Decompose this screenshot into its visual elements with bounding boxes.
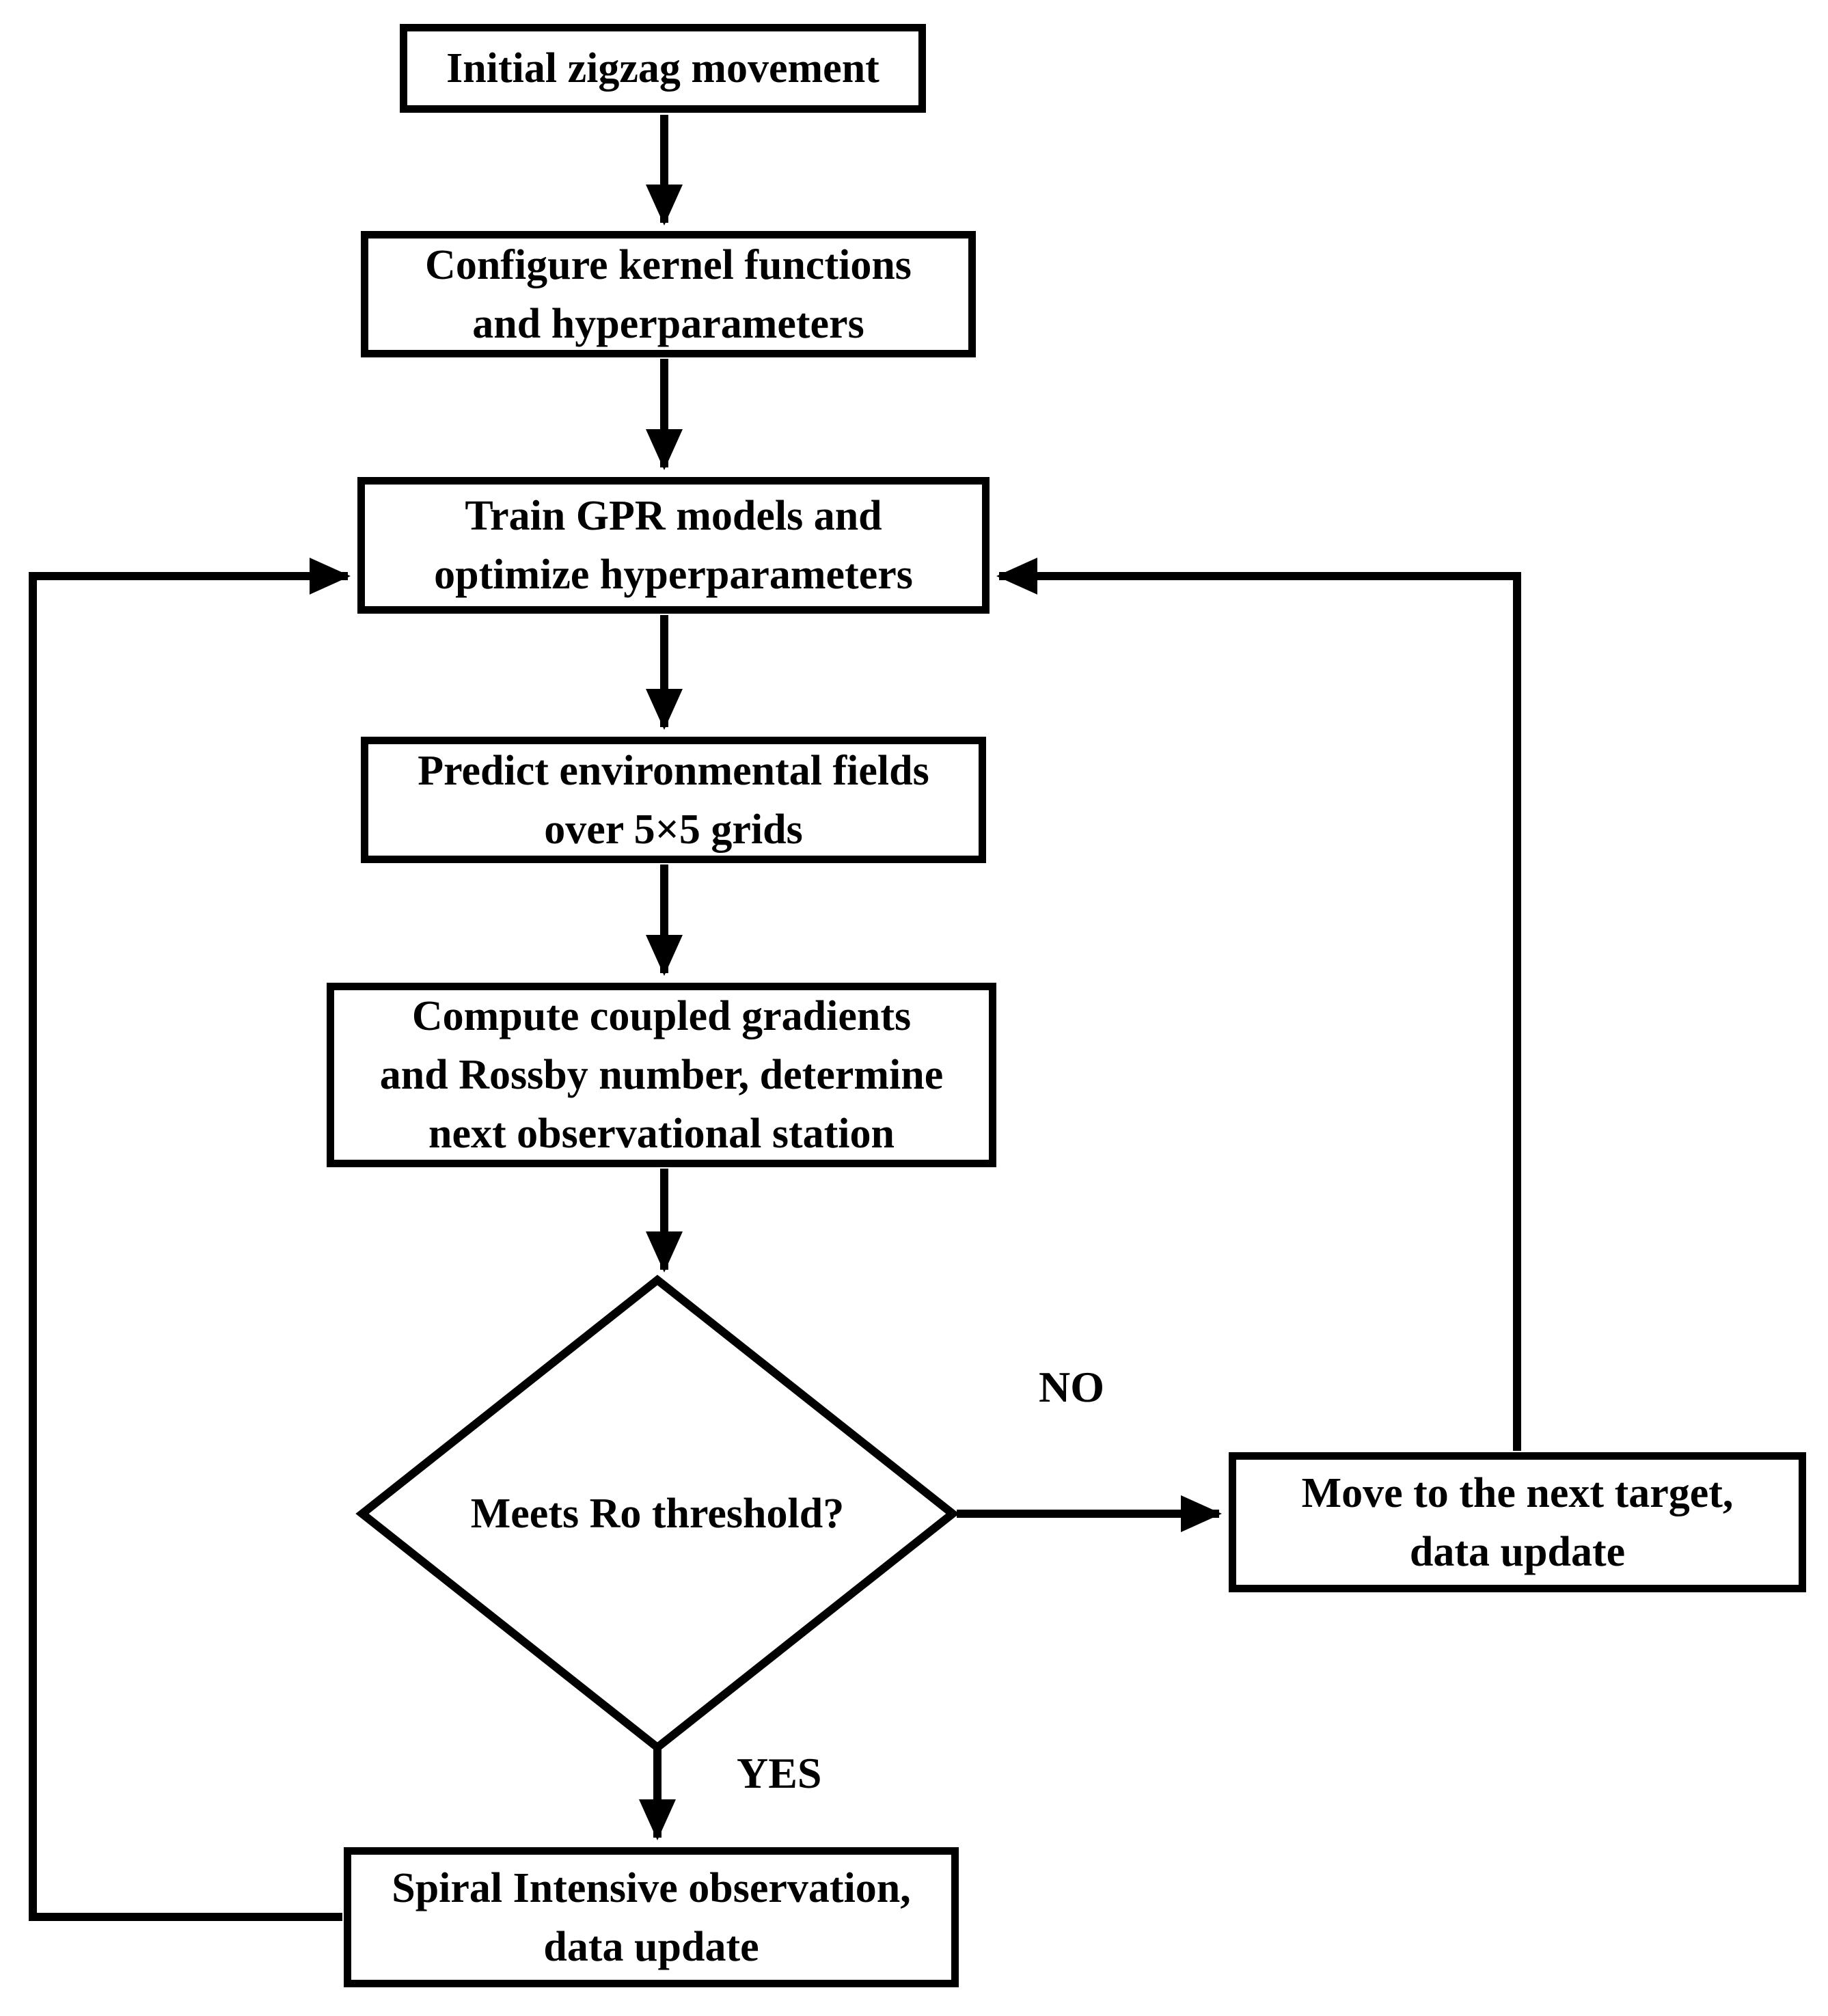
node-initial-zigzag: Initial zigzag movement — [400, 24, 926, 113]
node-initial-zigzag-label: Initial zigzag movement — [446, 45, 879, 92]
edge-move-train-feedback — [996, 558, 1521, 1451]
node-compute-gradients-label-line3: next observational station — [428, 1111, 895, 1157]
edge-label-no: NO — [1039, 1363, 1104, 1411]
decision-diamond — [355, 1275, 959, 1753]
node-decision-ro-threshold-label: Meets Ro threshold? — [470, 1490, 845, 1537]
node-predict-fields-label-line1: Predict environmental fields — [418, 747, 929, 794]
node-configure-kernel: Configure kernel functions and hyperpara… — [361, 231, 976, 357]
node-move-next-target: Move to the next target, data update — [1229, 1452, 1806, 1592]
node-compute-gradients-label-line1: Compute coupled gradients — [411, 993, 912, 1039]
edge-spiral-train-feedback — [29, 558, 351, 1921]
node-decision-ro-threshold: Meets Ro threshold? — [384, 1469, 931, 1558]
node-compute-gradients: Compute coupled gradients and Rossby num… — [327, 983, 996, 1167]
node-train-gpr-label-line1: Train GPR models and — [465, 493, 882, 539]
node-move-next-target-label-line2: data update — [1409, 1528, 1626, 1575]
node-predict-fields-label-line2: over 5×5 grids — [544, 806, 803, 853]
node-configure-kernel-label-line1: Configure kernel functions — [425, 241, 912, 288]
node-train-gpr-label-line2: optimize hyperparameters — [434, 551, 913, 598]
node-configure-kernel-label-line2: and hyperparameters — [472, 300, 864, 347]
node-spiral-observation-label-line1: Spiral Intensive observation, — [392, 1864, 911, 1911]
edge-label-yes: YES — [737, 1749, 822, 1797]
node-spiral-observation: Spiral Intensive observation, data updat… — [344, 1847, 959, 1987]
node-move-next-target-label-line1: Move to the next target, — [1301, 1469, 1734, 1516]
node-spiral-observation-label-line2: data update — [543, 1923, 759, 1970]
node-compute-gradients-label-line2: and Rossby number, determine — [379, 1052, 944, 1098]
node-predict-fields: Predict environmental fields over 5×5 gr… — [361, 737, 986, 863]
node-train-gpr: Train GPR models and optimize hyperparam… — [357, 477, 990, 614]
